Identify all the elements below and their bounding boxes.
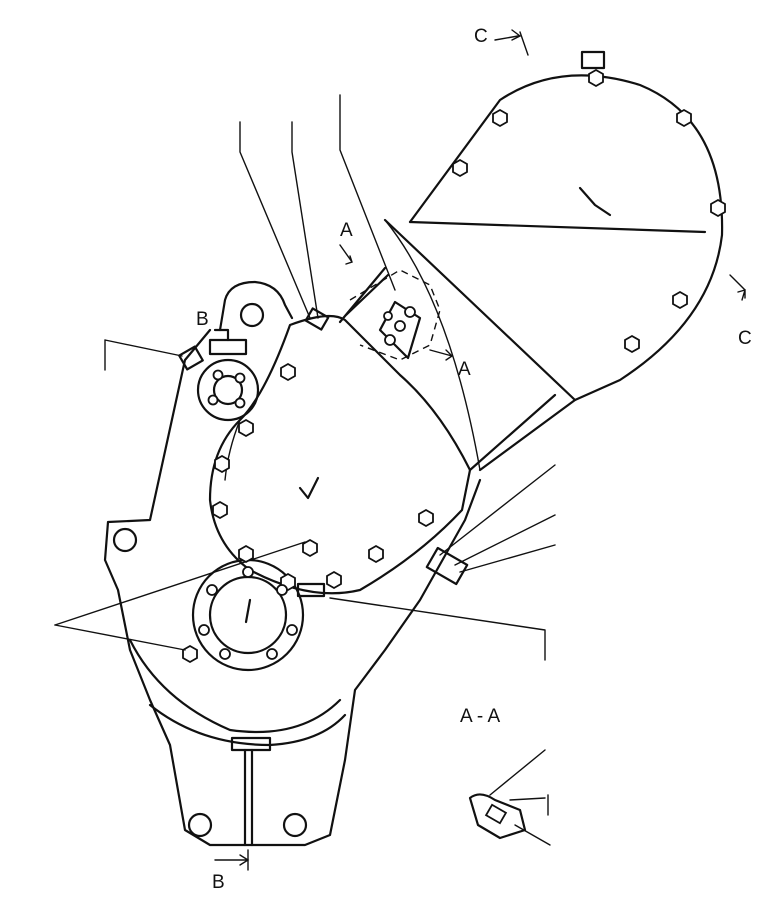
- left-fitting: [178, 345, 204, 371]
- pivot-flange-inner: [212, 374, 244, 406]
- drum-band-edge: [408, 220, 707, 234]
- leader-lines: [54, 94, 556, 661]
- drum-bolts: [452, 68, 726, 354]
- label-c-top: C: [474, 26, 488, 47]
- coupling-block: [378, 300, 422, 360]
- top-lug-hole: [239, 302, 265, 328]
- bottom-fitting: [296, 582, 326, 598]
- drum-lower-shell: [383, 218, 577, 402]
- pivot-bolts: [207, 369, 246, 409]
- drum-top-plug: [580, 50, 606, 70]
- coupling-bolts: [383, 306, 416, 346]
- drum-center-mark: [578, 186, 612, 217]
- label-b-upper: B: [196, 309, 209, 330]
- motor-drum-outline: [408, 74, 724, 472]
- housing-inner-contour: [128, 638, 342, 734]
- drain-rod: [243, 748, 254, 847]
- pivot-flange: [196, 358, 260, 422]
- cover-center-mark: [298, 476, 320, 500]
- b-bracket-stem: [213, 328, 230, 342]
- label-c-right: C: [738, 328, 752, 349]
- section-view-title: A - A: [460, 706, 500, 727]
- label-a-lower: A: [458, 359, 471, 380]
- side-fitting: [425, 546, 469, 586]
- foot-hole-right: [282, 812, 308, 838]
- cover-inner-rim: [224, 419, 241, 481]
- housing-outline: [103, 328, 482, 847]
- label-a-upper: A: [340, 220, 353, 241]
- flange-bolts: [182, 566, 298, 664]
- label-b-lower: B: [212, 872, 225, 893]
- gearbox-cover: [208, 314, 472, 595]
- drum-band-edge-2: [384, 219, 481, 471]
- b-bracket: [208, 338, 248, 356]
- top-lug: [218, 280, 294, 332]
- housing-right-edge: [468, 393, 557, 472]
- side-lug-hole: [112, 527, 138, 553]
- foot-hole-left: [187, 812, 213, 838]
- section-aa-detail: [468, 749, 551, 846]
- output-shaft-mark: [244, 598, 252, 624]
- cover-bolts: [212, 362, 434, 592]
- section-arrows: [214, 29, 746, 871]
- coupling-shaft: [338, 266, 390, 324]
